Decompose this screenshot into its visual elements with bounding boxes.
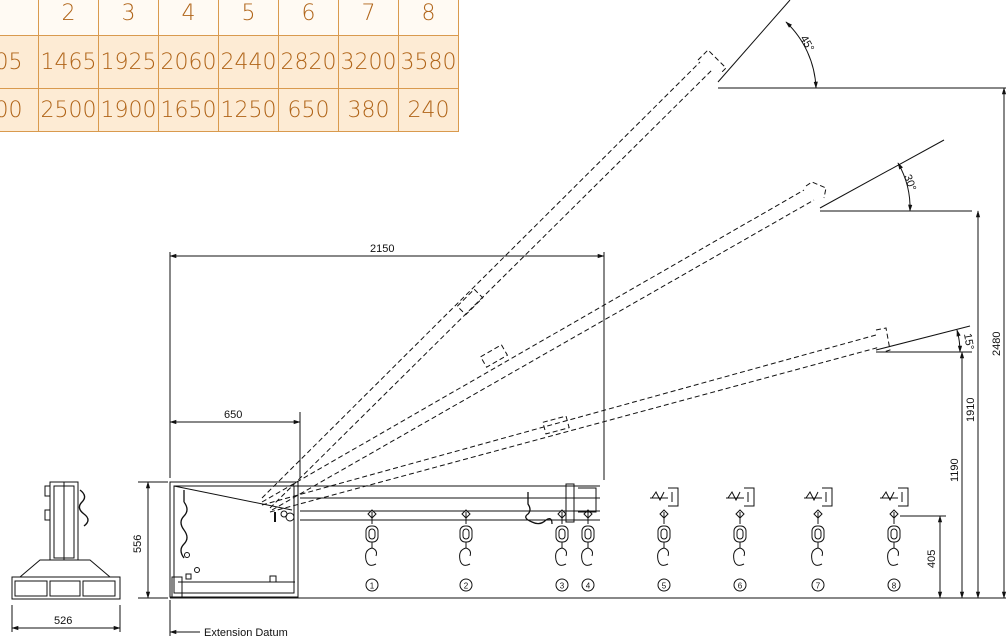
dim-height-15deg: 1910 — [965, 398, 977, 422]
table-cell: 7 — [338, 0, 399, 36]
dim-base-height-lines — [138, 481, 168, 599]
table-cell: 1650 — [158, 88, 219, 132]
boom-15deg — [261, 327, 891, 513]
table-row: 05 1465 1925 2060 2440 2820 3200 3580 — [0, 35, 459, 89]
angle-45: 45° — [797, 34, 816, 54]
table-cell: 3 — [98, 0, 159, 36]
dim-horizontal-lines — [169, 252, 605, 480]
table-cell: 2500 — [38, 88, 99, 132]
hook-number: 4 — [586, 582, 591, 591]
dim-boom-length: 2150 — [370, 243, 394, 255]
dim-height-30deg: 2480 — [991, 332, 1003, 356]
table-cell: 4 — [158, 0, 219, 36]
hook-number: 5 — [662, 582, 667, 591]
table-cell: 1925 — [98, 35, 159, 89]
table-cell — [0, 0, 39, 36]
hook-number: 8 — [892, 582, 897, 591]
dim-vertical-lines — [900, 87, 1007, 599]
hook-positions: 1 2 3 4 5 6 7 8 — [365, 487, 909, 592]
hook-number: 2 — [464, 582, 469, 591]
boom-45deg — [261, 49, 727, 509]
angle-references — [717, 0, 1006, 353]
dim-height-0deg: 1190 — [949, 458, 961, 482]
hook-5: 5 — [650, 487, 679, 592]
hook-1: 1 — [365, 509, 379, 592]
dim-width-base: 526 — [54, 615, 72, 627]
hook-7: 7 — [804, 487, 833, 592]
table-cell: 240 — [398, 88, 459, 132]
table-cell: 2820 — [278, 35, 339, 89]
angle-30: 30° — [901, 173, 918, 193]
boom-30deg — [261, 181, 827, 511]
dim-hook-pos-1: 650 — [224, 409, 242, 421]
dim-height-hook: 405 — [926, 550, 938, 568]
dim-base-height: 556 — [132, 535, 144, 553]
hook-6: 6 — [726, 487, 755, 592]
hook-number: 1 — [370, 582, 375, 591]
table-cell: 8 — [398, 0, 459, 36]
hook-4: 4 — [581, 509, 595, 592]
table-cell: 380 — [338, 88, 399, 132]
table-row: 00 2500 1900 1650 1250 650 380 240 — [0, 88, 459, 132]
angle-15: 15° — [961, 332, 976, 350]
table-cell: 00 — [0, 88, 39, 132]
hook-number: 6 — [738, 582, 743, 591]
table-cell: 650 — [278, 88, 339, 132]
capacity-table: 2 3 4 5 6 7 8 05 1465 1925 2060 2440 282… — [0, 0, 459, 132]
table-cell: 3580 — [398, 35, 459, 89]
hook-number: 3 — [560, 582, 565, 591]
table-cell: 2060 — [158, 35, 219, 89]
table-cell: 1250 — [218, 88, 279, 132]
table-cell: 1465 — [38, 35, 99, 89]
table-cell: 05 — [0, 35, 39, 89]
end-view — [11, 481, 121, 632]
table-cell: 2440 — [218, 35, 279, 89]
table-cell: 5 — [218, 0, 279, 36]
hook-number: 7 — [816, 582, 821, 591]
hook-3: 3 — [555, 509, 569, 592]
hook-2: 2 — [459, 509, 473, 592]
table-row: 2 3 4 5 6 7 8 — [0, 0, 459, 36]
hook-8: 8 — [880, 487, 909, 592]
datum-label: Extension Datum — [204, 627, 288, 638]
